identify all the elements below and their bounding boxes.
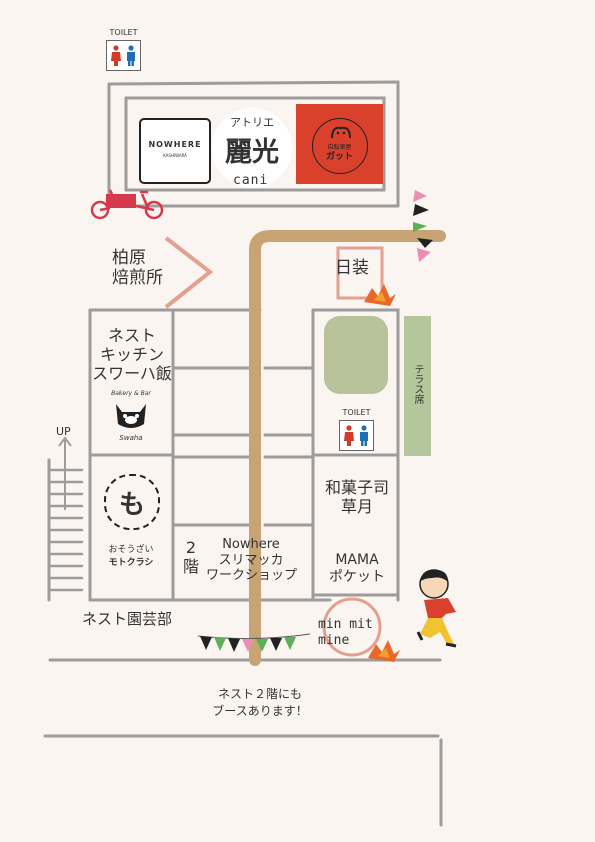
french-bulldog-icon	[112, 398, 150, 430]
second-floor-booth-note: ネスト２階にも ブースあります！	[212, 687, 308, 719]
pond	[324, 316, 388, 394]
toilet-male-icon-mid	[344, 425, 354, 446]
toilet-female-icon	[126, 45, 136, 66]
terrace-label: テラス席	[412, 364, 423, 404]
maple-leaf-icon	[360, 282, 398, 310]
mama-pocket-label: MAMA ポケット	[329, 552, 385, 585]
kashiwara-roastery-label: 柏原 焙煎所	[112, 248, 163, 289]
toilet-female-icon-mid	[359, 425, 369, 446]
gatto-main-text: ガット	[325, 152, 353, 162]
bunting-flags-bottom	[196, 632, 312, 660]
atelier-big-text: 麗光	[225, 137, 279, 168]
toilet-sign-mid: TOILET	[339, 408, 374, 451]
nowhere-logo-sub: KASHIWARA	[163, 153, 187, 158]
maple-leaf-icon-2	[364, 638, 402, 666]
gatto-logo: 自転車屋 ガット	[296, 104, 383, 184]
atelier-small-text: アトリエ	[230, 116, 274, 129]
atelier-reiko-logo: アトリエ 麗光	[212, 108, 292, 188]
running-kid-icon	[412, 568, 468, 652]
toilet-label-mid: TOILET	[342, 408, 371, 417]
cat-icon	[330, 124, 352, 140]
nowhere-logo: NOWHERE KASHIWARA	[139, 118, 211, 184]
nowhere-logo-text: NOWHERE	[148, 140, 202, 149]
gatto-ring	[312, 118, 368, 174]
bakery-swaha-logo: Bakery & Bar Swaha	[104, 390, 158, 444]
motokurashi-logo: も おそうざい モトクラシ	[98, 472, 164, 572]
gatto-top-text: 自転車屋	[327, 144, 352, 151]
terrace-seating: テラス席	[404, 316, 431, 456]
motokurashi-cloud	[104, 474, 160, 530]
cani-label: cani	[233, 173, 269, 188]
cargo-bike-icon	[90, 186, 166, 220]
toilet-sign-top: TOILET	[106, 28, 141, 71]
bunting-flags-top	[405, 182, 445, 272]
second-floor-label: 2 階	[183, 538, 200, 577]
toilet-label: TOILET	[109, 28, 138, 37]
up-label: UP	[56, 425, 71, 438]
wagashi-sogetsu-label: 和菓子司 草月	[324, 478, 389, 517]
minmitmine-label: min mit mine	[318, 617, 373, 648]
toilet-male-icon	[111, 45, 121, 66]
bakery-logo-text: Bakery & Bar	[111, 390, 151, 397]
nest-garden-label: ネスト園芸部	[82, 610, 173, 628]
motokurashi-mark: も	[118, 490, 145, 520]
nowhere-workshop-label: Nowhere スリマッカ ワークショップ	[206, 537, 298, 584]
nisso-label: 日装	[335, 258, 369, 278]
motokurashi-sub1: おそうざい	[108, 545, 154, 555]
motokurashi-sub2: モトクラシ	[108, 558, 154, 568]
nest-kitchen-label: ネスト キッチン スワーハ飯	[92, 326, 172, 384]
bakery-sub-text: Swaha	[119, 434, 143, 442]
